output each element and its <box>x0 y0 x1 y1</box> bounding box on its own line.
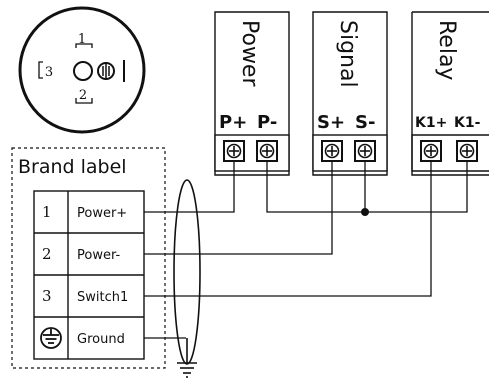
row-1-number: 1 <box>42 203 52 221</box>
pin-1-bracket <box>75 43 93 48</box>
relay-terminal-k1plus-label: K1+ <box>415 115 447 131</box>
signal-screw-splus-icon <box>321 140 343 162</box>
pin-2-label: 2 <box>79 88 87 103</box>
relay-terminal-k1minus-label: K1- <box>454 115 481 131</box>
signal-terminal-sminus-label: S- <box>355 112 375 133</box>
ground-symbol-icon <box>40 327 62 349</box>
relay-screw-k1plus-icon <box>420 140 442 162</box>
wire-switch1 <box>144 161 432 297</box>
brand-label-row: 3 Switch1 <box>42 287 128 305</box>
pin-1-label: 1 <box>78 32 86 47</box>
row-3-name: Switch1 <box>77 290 128 305</box>
brand-label-row: Ground <box>40 327 125 349</box>
power-screw-pminus-icon <box>256 140 278 162</box>
row-2-name: Power- <box>77 248 120 263</box>
wires <box>144 161 468 378</box>
junction-dot <box>361 208 369 216</box>
brand-label-border <box>11 147 166 369</box>
row-1-name: Power+ <box>77 206 127 221</box>
power-terminal-pminus-label: P- <box>257 112 277 133</box>
brand-label-row: 1 Power+ <box>42 203 127 221</box>
pin-3-label: 3 <box>45 65 53 80</box>
signal-terminal-splus-label: S+ <box>317 112 345 133</box>
signal-module-title: Signal <box>335 20 360 88</box>
power-module-box <box>214 11 290 176</box>
earth-ground-icon <box>177 338 197 378</box>
power-module: Power P+ P- <box>214 11 290 176</box>
brand-label: Brand label 1 Power+ 2 Power- 3 Switch1 <box>11 147 166 369</box>
row-ground-name: Ground <box>77 332 125 347</box>
relay-module: Relay K1+ K1- <box>411 11 489 176</box>
center-pin-icon <box>73 61 93 81</box>
row-3-number: 3 <box>42 287 52 305</box>
wire-power-plus <box>144 161 235 213</box>
relay-module-title: Relay <box>434 20 459 80</box>
power-terminal-pplus-label: P+ <box>219 112 247 133</box>
row-2-number: 2 <box>42 245 52 263</box>
signal-screw-sminus-icon <box>354 140 376 162</box>
brand-label-title: Brand label <box>18 156 127 178</box>
signal-module-box <box>312 11 388 176</box>
relay-screw-k1minus-icon <box>456 140 478 162</box>
connector-face: 1 3 2 <box>18 6 146 134</box>
cable-shield-ellipse <box>173 179 201 365</box>
brand-label-row: 2 Power- <box>42 245 120 263</box>
pin-3-bracket <box>38 61 43 79</box>
power-module-title: Power <box>237 20 262 87</box>
pin-2-bracket <box>75 98 93 104</box>
power-screw-pplus-icon <box>223 140 245 162</box>
wire-power-minus <box>144 161 333 255</box>
signal-module: Signal S+ S- <box>312 11 388 176</box>
